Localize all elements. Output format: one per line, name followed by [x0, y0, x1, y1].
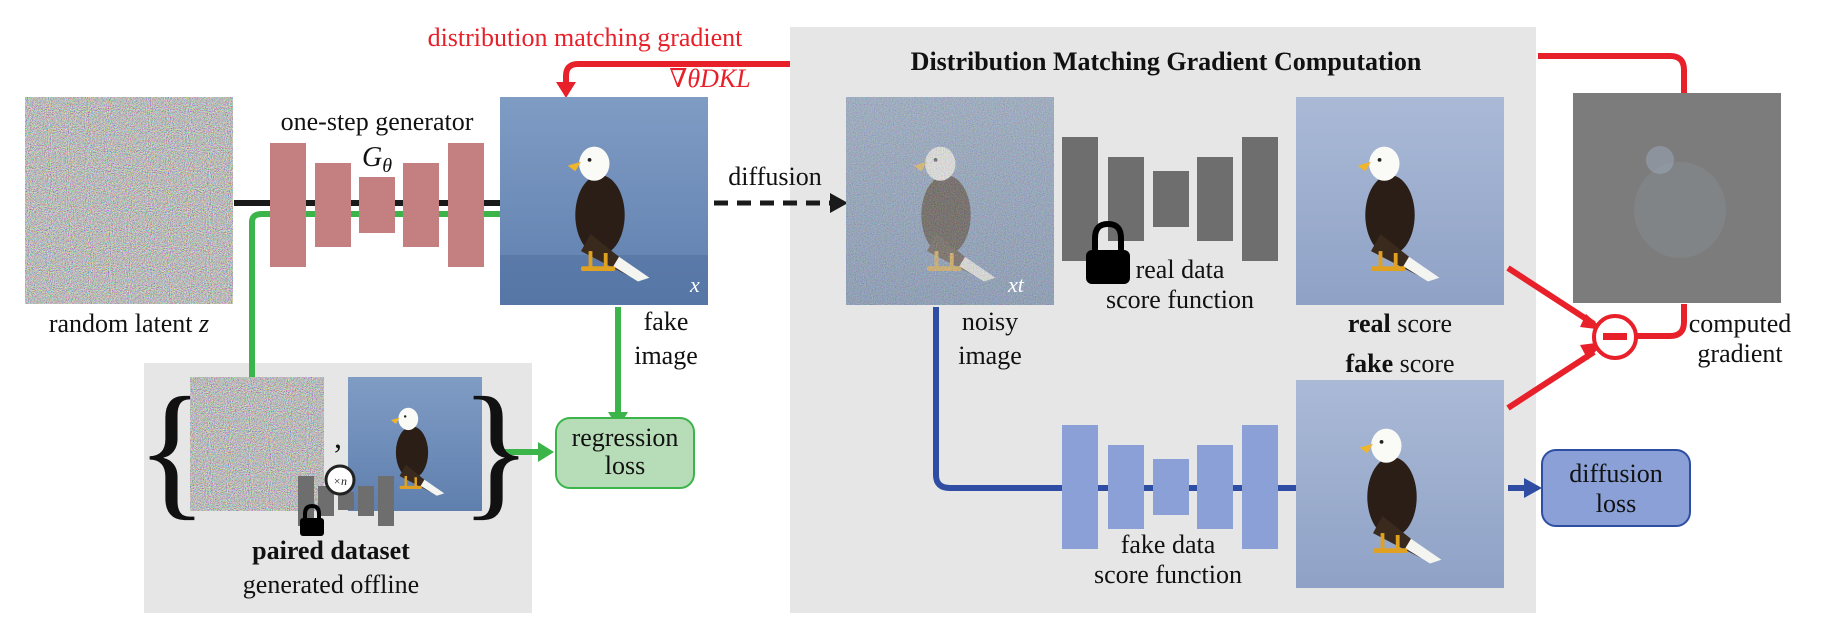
diffloss-arrowhead	[1524, 478, 1542, 498]
fake-block-4	[1197, 445, 1233, 529]
fake-block-5	[1242, 425, 1278, 549]
grad-symbol: ∇θDKL	[669, 64, 751, 93]
noisy-to-fake-score-path	[933, 307, 1298, 491]
fake-to-subtract-line	[1506, 349, 1596, 411]
regression-loss-box	[555, 417, 695, 489]
computed-gradient-image	[1573, 93, 1781, 303]
fake-score-image	[1296, 380, 1504, 588]
random-latent-label: random latent z	[49, 309, 209, 338]
real-block-5	[1242, 137, 1278, 261]
paired-close-brace: }	[460, 367, 532, 533]
diffusion-loss-box	[1541, 449, 1691, 527]
fake-score-label: fake score	[1345, 349, 1454, 378]
paired-dataset-title: paired dataset	[252, 536, 410, 565]
real-score-network	[1062, 137, 1278, 261]
random-latent-image	[25, 97, 233, 304]
lock-icon	[1086, 220, 1130, 284]
fake-image: x	[500, 97, 708, 305]
diffusion-arrowhead	[830, 193, 848, 213]
fake-score-network	[1062, 425, 1278, 549]
gen-block-2	[315, 163, 351, 247]
xt-label: xt	[1007, 272, 1025, 297]
generator-network	[270, 143, 484, 267]
dmg-panel-title: Distribution Matching Gradient Computati…	[911, 47, 1422, 76]
loop-icon: ×n	[324, 464, 356, 496]
paired-dataset-subtitle: generated offline	[243, 570, 419, 599]
real-block-4	[1197, 157, 1233, 241]
x-label: x	[689, 272, 700, 297]
subtract-to-gradient-path	[1636, 304, 1687, 339]
paired-teacher-network	[298, 476, 394, 526]
real-to-subtract-line	[1506, 265, 1596, 327]
paired-lock-icon	[300, 503, 324, 536]
gen-block-4	[403, 163, 439, 247]
real-score-image	[1296, 97, 1504, 305]
fake-block-3	[1153, 459, 1189, 515]
generator-title: one-step generator	[281, 107, 474, 136]
paired-to-regression-arrowhead	[538, 442, 554, 462]
generator-symbol: Gθ	[362, 142, 392, 177]
gen-block-5	[448, 143, 484, 267]
real-score-label: real score	[1348, 309, 1452, 338]
fake-block-1	[1062, 425, 1098, 549]
fake-block-2	[1108, 445, 1144, 529]
gradient-feedback-path	[1538, 53, 1687, 93]
paired-to-generator-path	[249, 211, 502, 380]
subtract-icon	[1592, 314, 1638, 360]
paired-comma: ,	[334, 419, 342, 455]
noisy-image: xt	[846, 97, 1054, 305]
gradient-feedback-path-left	[563, 61, 790, 84]
real-block-2	[1108, 157, 1144, 241]
real-block-3	[1153, 171, 1189, 227]
svg-text:×n: ×n	[333, 474, 347, 488]
diffusion-label: diffusion	[728, 162, 821, 191]
gradient-feedback-arrowhead	[556, 82, 576, 98]
gen-block-1	[270, 143, 306, 267]
dmg-red-label: distribution matching gradient	[428, 23, 744, 52]
gen-block-3	[359, 177, 395, 233]
